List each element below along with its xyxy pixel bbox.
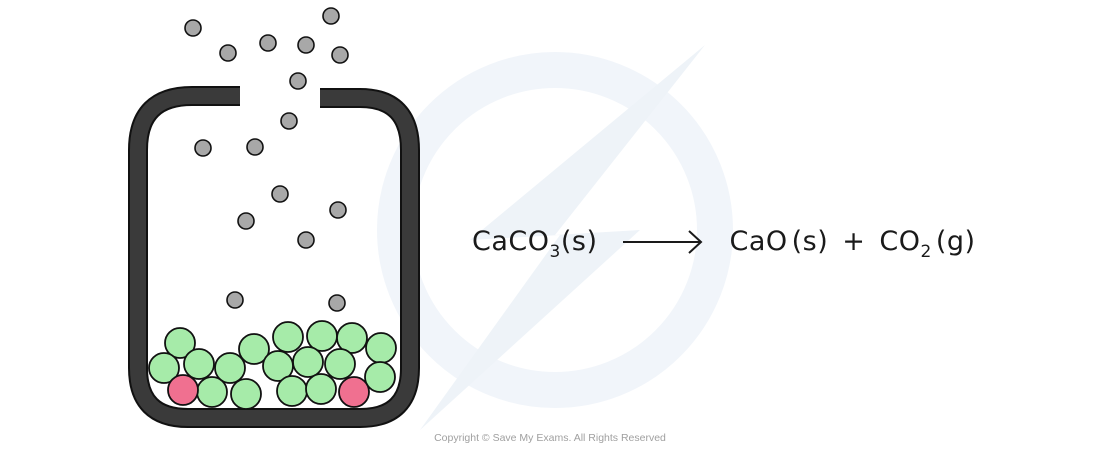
solid-particle	[238, 333, 270, 365]
solid-particle	[292, 346, 324, 378]
solid-particle	[324, 348, 356, 380]
watermark-logo	[377, 45, 733, 430]
solid-particle	[305, 373, 337, 405]
product-2-formula: CO	[879, 226, 921, 257]
gas-particle	[329, 201, 347, 219]
gas-particle	[271, 185, 289, 203]
gas-particle	[322, 7, 340, 25]
reactant-subscript: 3	[549, 242, 561, 262]
solid-particle	[214, 352, 246, 384]
chemical-equation: CaCO3(s) CaO(s) + CO2(g)	[472, 226, 976, 261]
product-1-state: (s)	[791, 226, 829, 257]
gas-particle	[297, 231, 315, 249]
gas-particles	[184, 7, 349, 312]
solid-particles	[148, 320, 397, 410]
gas-particle	[246, 138, 264, 156]
solid-particle	[148, 352, 180, 384]
gas-particle	[297, 36, 315, 54]
plus-sign: +	[842, 226, 866, 257]
reaction-arrow-icon	[623, 229, 703, 254]
container-wall-inner	[130, 88, 418, 426]
solid-particle	[365, 332, 397, 364]
copyright-notice: Copyright © Save My Exams. All Rights Re…	[434, 432, 666, 444]
solid-particle	[164, 327, 196, 359]
solid-particle	[272, 321, 304, 353]
product-2: CO2(g)	[879, 226, 976, 261]
solid-particle	[276, 375, 308, 407]
gas-particle	[184, 19, 202, 37]
solid-particle	[183, 348, 215, 380]
gas-particle	[331, 46, 349, 64]
solid-particle	[364, 361, 396, 393]
solid-particle	[230, 378, 262, 410]
reactant-state: (s)	[560, 226, 598, 257]
product-1-formula: CaO	[729, 226, 788, 257]
gas-particle	[328, 294, 346, 312]
reactant-formula: CaCO	[472, 226, 550, 257]
solid-particle	[196, 376, 228, 408]
gas-particle	[280, 112, 298, 130]
solid-particle	[336, 322, 368, 354]
gas-particle	[219, 44, 237, 62]
gas-particle	[237, 212, 255, 230]
product-2-subscript: 2	[920, 242, 932, 262]
gas-particle	[259, 34, 277, 52]
solid-particle-pink	[338, 376, 370, 408]
product-1: CaO(s)	[729, 226, 828, 257]
reactant: CaCO3(s)	[472, 226, 598, 261]
solid-particle-pink	[167, 374, 199, 406]
gas-particle	[194, 139, 212, 157]
gas-particle	[226, 291, 244, 309]
product-2-state: (g)	[935, 226, 976, 257]
gas-particle	[289, 72, 307, 90]
